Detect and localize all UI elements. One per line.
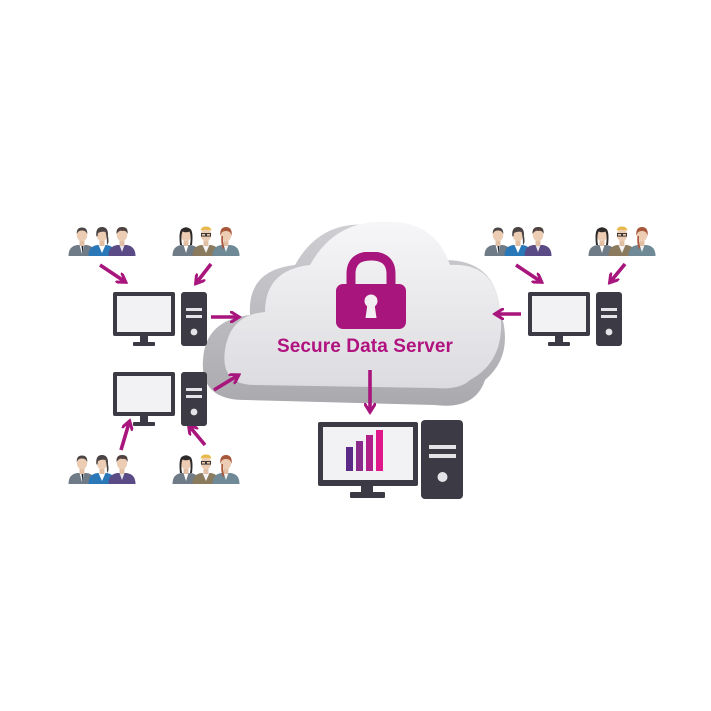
bar-chart-icon: [346, 430, 383, 471]
user-group-top-left-b: [172, 224, 240, 256]
user-group-right-a: [484, 224, 552, 256]
arrow-users-to-pc-r-a: [515, 263, 540, 281]
arrow-users-to-pc-tl-b: [197, 262, 213, 282]
user-group-top-left-a: [68, 224, 136, 256]
user-group-right-b: [588, 224, 656, 256]
analytics-workstation: [318, 420, 463, 500]
user-group-bottom-left-b: [172, 452, 240, 484]
arrow-users-to-pc-bl-b: [190, 427, 207, 447]
desktop-computer-bottom-left: [113, 372, 208, 427]
arrow-users-to-pc-r-b: [611, 262, 627, 281]
arrow-pc-bl-to-cloud: [213, 376, 237, 392]
padlock-icon: [334, 252, 408, 330]
desktop-computer-right: [528, 292, 623, 347]
user-group-bottom-left-a: [68, 452, 136, 484]
desktop-computer-top-left: [113, 292, 208, 347]
cloud-title: Secure Data Server: [276, 336, 454, 357]
arrow-users-to-pc-bl-a: [119, 423, 129, 451]
arrow-users-to-pc-tl-a: [99, 263, 124, 281]
